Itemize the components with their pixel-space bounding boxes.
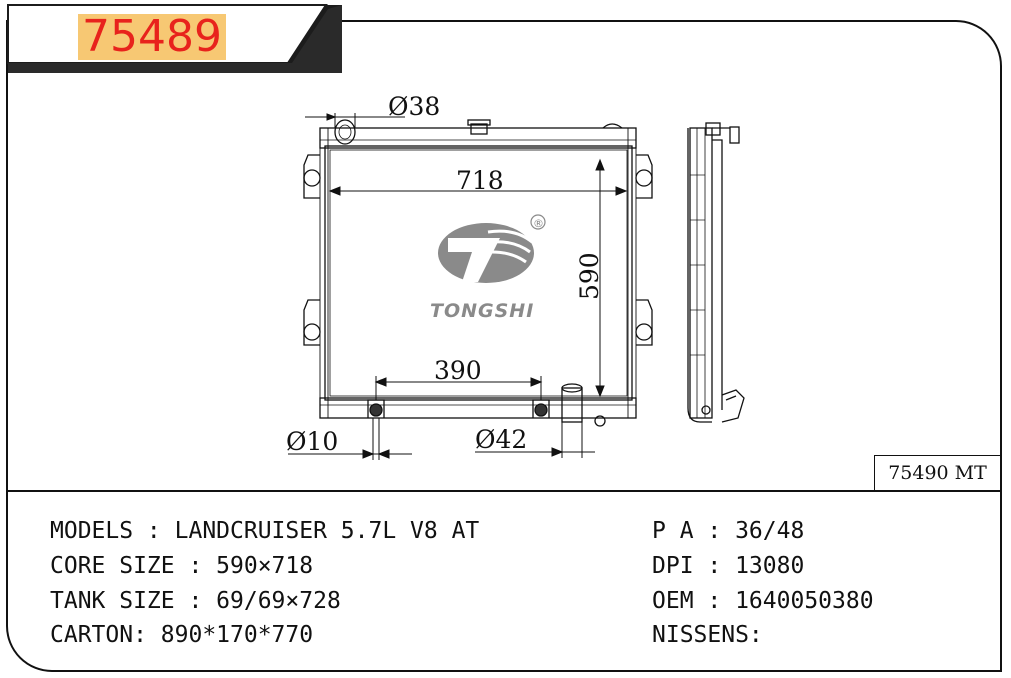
section-divider bbox=[6, 490, 1002, 492]
dim-small-diameter: Ø10 bbox=[286, 427, 338, 456]
brand-name: TONGSHI bbox=[430, 300, 534, 322]
spec-tank-size: TANK SIZE : 69/69×728 bbox=[50, 588, 341, 614]
spec-pa: P A : 36/48 bbox=[652, 518, 805, 544]
spec-nissens: NISSENS: bbox=[652, 622, 763, 648]
reference-code: 75490 MT bbox=[874, 455, 1000, 490]
dim-top-diameter: Ø38 bbox=[388, 92, 440, 121]
dim-spacing: 390 bbox=[434, 356, 482, 385]
side-view bbox=[687, 122, 745, 423]
spec-dpi: DPI : 13080 bbox=[652, 553, 805, 579]
sheet-frame bbox=[6, 20, 1002, 672]
dim-height: 590 bbox=[575, 252, 604, 300]
part-number: 75489 bbox=[78, 14, 226, 60]
spec-carton: CARTON: 890*170*770 bbox=[50, 622, 314, 648]
dim-outlet-diameter: Ø42 bbox=[475, 425, 527, 454]
registered-mark: ® bbox=[533, 217, 544, 230]
bottom-outlet bbox=[561, 387, 583, 423]
brand-logo: ® TONGSHI bbox=[430, 214, 546, 322]
top-tank bbox=[319, 127, 637, 149]
radiator-drawing: Ø38 718 590 390 Ø10 Ø42 ® TONGSHI bbox=[286, 92, 745, 460]
spec-core-size: CORE SIZE : 590×718 bbox=[50, 553, 314, 579]
spec-oem: OEM : 1640050380 bbox=[652, 588, 874, 614]
radiator-core bbox=[324, 145, 633, 401]
dim-width: 718 bbox=[456, 166, 504, 195]
spec-models: MODELS : LANDCRUISER 5.7L V8 AT bbox=[50, 518, 480, 544]
